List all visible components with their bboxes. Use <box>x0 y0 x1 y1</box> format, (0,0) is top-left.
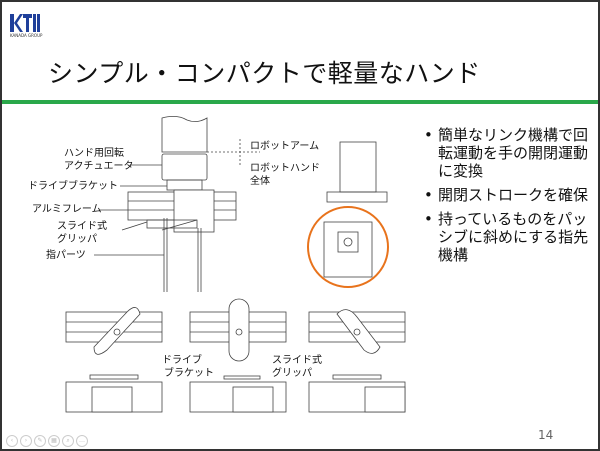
slideshow-controls: ‹ › ✎ ▦ ⌕ … <box>6 435 88 447</box>
label-alu-frame: アルミフレーム <box>32 204 102 215</box>
label-robot-hand: ロボットハンド <box>250 163 320 174</box>
label-bottom-drive: ドライブ <box>162 355 202 366</box>
label-bottom-drive-2: ブラケット <box>164 368 214 379</box>
bullet-item: 簡単なリンク機構で回転運動を手の開閉運動に変換 <box>424 126 594 180</box>
prev-icon[interactable]: ‹ <box>6 435 18 447</box>
bullet-item: 開閉ストロークを確保 <box>424 186 594 204</box>
logo-subtitle: KANADA GROUP <box>10 33 43 38</box>
page-number: 14 <box>538 428 554 442</box>
bullet-item: 持っているものをパッシブに斜めにする指先機構 <box>424 210 594 264</box>
label-bottom-slide: スライド式 <box>272 355 322 366</box>
label-finger: 指パーツ <box>46 250 86 261</box>
slide-title: シンプル・コンパクトで軽量なハンド <box>48 59 481 88</box>
bullet-list: 簡単なリンク機構で回転運動を手の開閉運動に変換 開閉ストロークを確保 持っている… <box>424 126 594 270</box>
more-icon[interactable]: … <box>76 435 88 447</box>
label-slide-gripper: スライド式 <box>57 221 107 232</box>
label-robot-hand-2: 全体 <box>250 176 270 187</box>
label-slide-gripper-2: グリッパ <box>57 234 97 245</box>
label-bottom-slide-2: グリッパ <box>272 368 312 379</box>
slides-icon[interactable]: ▦ <box>48 435 60 447</box>
title-divider <box>2 100 598 104</box>
kti-logo <box>10 14 40 32</box>
label-actuator: ハンド用回転 <box>64 148 124 159</box>
next-icon[interactable]: › <box>20 435 32 447</box>
pen-icon[interactable]: ✎ <box>34 435 46 447</box>
label-robot-arm: ロボットアーム <box>250 141 320 152</box>
zoom-icon[interactable]: ⌕ <box>62 435 74 447</box>
label-drive-bracket: ドライブブラケット <box>28 181 118 192</box>
label-actuator-2: アクチュエータ <box>64 161 134 172</box>
